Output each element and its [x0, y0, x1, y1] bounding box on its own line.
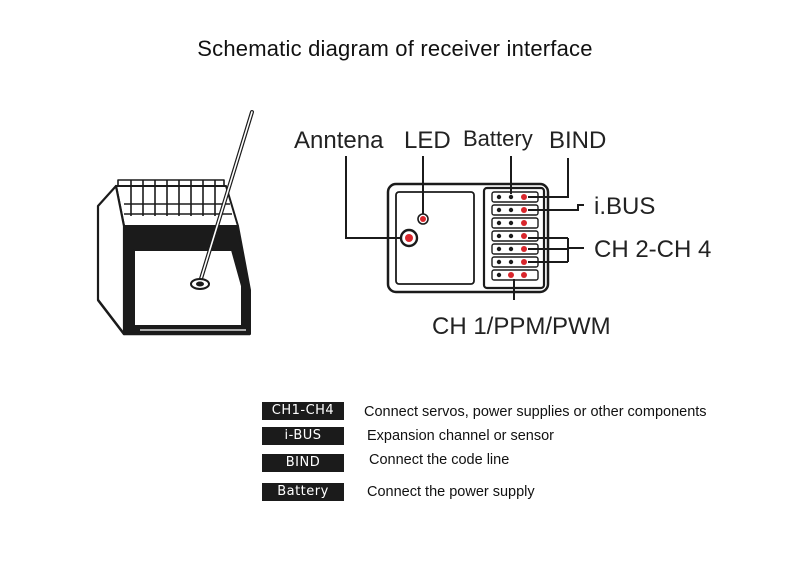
- label-battery: Battery: [463, 126, 533, 151]
- pin-header-top: [117, 179, 232, 216]
- leader-lines: [345, 156, 584, 300]
- legend-badge: BIND: [262, 454, 344, 472]
- legend-badge: Battery: [262, 483, 344, 501]
- legend-text: Expansion channel or sensor: [367, 428, 555, 444]
- legend-text: Connect the code line: [369, 452, 510, 468]
- receiver-schematic: [386, 182, 550, 294]
- legend-row-ibus: i-BUS Expansion channel or sensor: [0, 427, 790, 447]
- label-antenna: Anntena: [294, 127, 384, 154]
- legend-row-battery: Battery Connect the power supply: [0, 483, 790, 503]
- legend-row-bind: BIND Connect the code line: [0, 452, 790, 474]
- legend-text: Connect servos, power supplies or other …: [364, 404, 707, 420]
- legend-badge: CH1-CH4: [262, 402, 344, 420]
- legend-badge: i-BUS: [262, 427, 344, 445]
- label-ch1-ppm-pwm: CH 1/PPM/PWM: [432, 313, 611, 340]
- legend-row-ch: CH1-CH4 Connect servos, power supplies o…: [0, 402, 790, 422]
- label-bind: BIND: [549, 127, 606, 154]
- pin-dots: [496, 194, 527, 278]
- receiver-3d-illustration: [96, 110, 254, 336]
- legend-text: Connect the power supply: [367, 484, 535, 500]
- page-title: Schematic diagram of receiver interface: [197, 36, 593, 61]
- label-led: LED: [404, 127, 451, 154]
- label-ch2-ch4: CH 2-CH 4: [594, 236, 711, 263]
- label-ibus: i.BUS: [594, 193, 655, 220]
